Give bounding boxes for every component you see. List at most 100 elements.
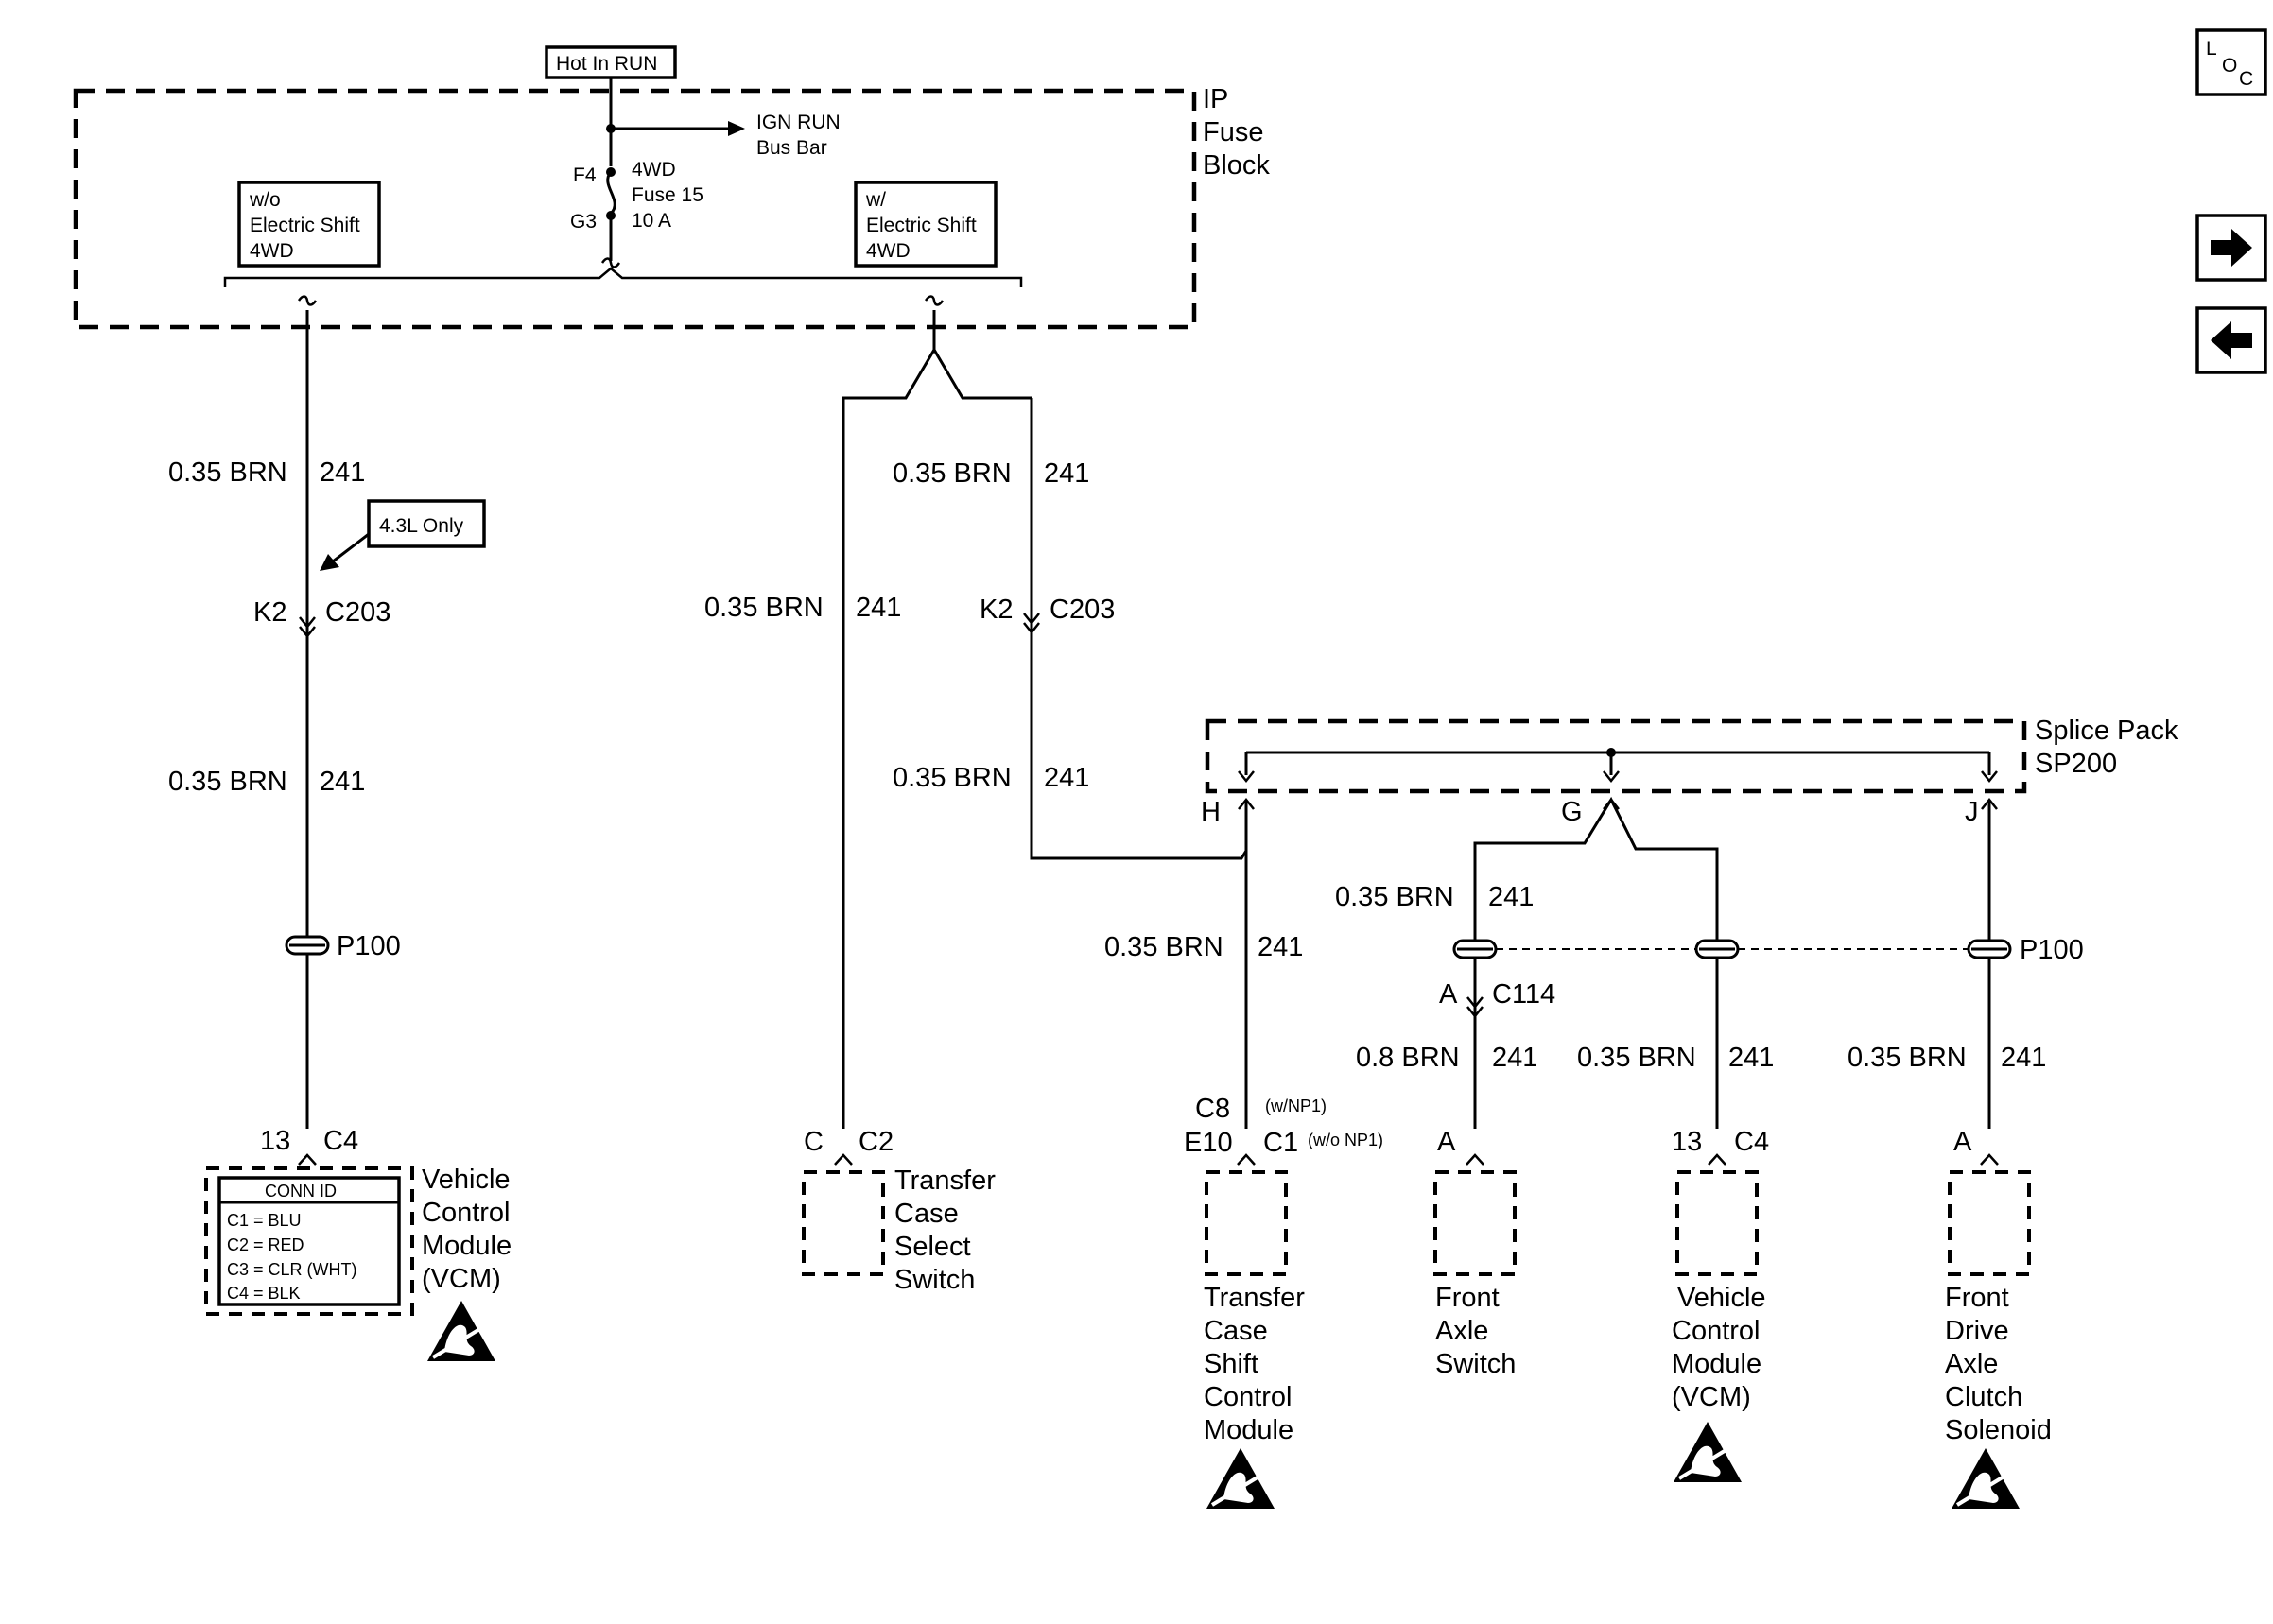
vcm-left-connector: C4 [323,1126,358,1156]
tcscm-pin-c8: C8 [1195,1094,1230,1124]
ign-run-label: IGN RUN [756,112,841,133]
ip-fuse-block-label-2: Fuse [1203,117,1263,147]
vcm-right-component: Vehicle Control Module (VCM) [1672,1170,1766,1484]
with-electric-shift-box [854,181,998,268]
hot-in-run-label: Hot In RUN [556,53,657,75]
circuit-number: 241 [1488,882,1534,912]
wire-size-color: 0.35 BRN [893,763,1012,793]
splice-pack-sp200: Splice Pack SP200 H G J [1201,716,2178,827]
ip-fuse-block-label-3: Block [1203,150,1270,181]
fdacs-label-1: Front [1945,1283,2009,1313]
with-label-2: Electric Shift [866,215,977,236]
vcm-right-label-3: Module [1672,1349,1761,1379]
transfer-case-shift-control-module: Transfer Case Shift Control Module [1204,1170,1305,1511]
vcm-left-pin: 13 [260,1126,290,1156]
loc-l: L [2206,38,2217,60]
connector-pin-a: A [1439,979,1458,1010]
connector-c114: C114 [1492,979,1555,1010]
connector-k2: K2 [980,595,1013,625]
fas-pin: A [1437,1127,1456,1157]
only-43l-label: 4.3L Only [379,515,464,537]
location-button[interactable]: L O C [2195,28,2267,96]
esd-sensitive-icon [1205,1446,1276,1511]
transfer-case-select-switch: Transfer Case Select Switch [802,1166,996,1295]
circuit-number: 241 [1044,763,1089,793]
with-label-3: 4WD [866,240,911,262]
splice-pack-label-2: SP200 [2035,749,2117,779]
bus-bar-label: Bus Bar [756,137,827,159]
wire-h-branch: 0.35 BRN 241 C8 (w/NP1) E10 C1 (w/o NP1) [1104,800,1383,1166]
wire-j-branch: P100 0.35 BRN 241 A [1848,800,2084,1166]
loc-o: O [2222,55,2237,77]
esd-sensitive-icon [1672,1420,1744,1484]
vcm-left-component: CONN ID C1 = BLU C2 = RED C3 = CLR (WHT)… [204,1165,512,1363]
without-label-1: w/o [249,189,281,211]
arrow-left-icon[interactable] [2211,321,2252,359]
fdacs-label-2: Drive [1945,1316,2009,1346]
tcscm-label-1: Transfer [1204,1283,1305,1313]
conn-id-c2: C2 = RED [227,1235,304,1254]
connector-k2: K2 [253,597,286,628]
fuse-rating-label: 10 A [632,210,671,232]
esd-sensitive-icon [425,1299,497,1363]
fdacs-label-4: Clutch [1945,1382,2022,1412]
tcscm-pin-c8-note: (w/NP1) [1265,1097,1327,1115]
vcm-left-label-4: (VCM) [422,1264,501,1294]
tcscm-pin-e10-note: (w/o NP1) [1308,1131,1383,1149]
vcm-right-pin: 13 [1672,1127,1702,1157]
circuit-number: 241 [1728,1043,1774,1073]
vcm-left-label-2: Control [422,1198,511,1228]
hot-in-run-box [545,45,677,79]
vcm-right-label-4: (VCM) [1672,1382,1751,1412]
wire-size-color: 0.35 BRN [1104,932,1223,962]
tcss-label-4: Switch [894,1265,975,1295]
loc-c: C [2239,68,2253,90]
previous-page-button[interactable] [2195,306,2267,374]
conn-id-c4: C4 = BLK [227,1284,301,1303]
connector-p100: P100 [337,931,401,961]
circuit-number: 241 [320,458,365,488]
splice-pack-label-1: Splice Pack [2035,716,2178,746]
wire-size-color: 0.35 BRN [1335,882,1454,912]
splice-pin-h: H [1201,797,1221,827]
only-43l-box [367,499,486,548]
splice-pin-j: J [1965,797,1979,827]
conn-id-header: CONN ID [265,1182,337,1201]
ip-fuse-block: IP Fuse Block Hot In RUN IGN RUN Bus Bar… [73,45,1270,330]
wire-g-branch: 0.35 BRN 241 A C114 0.8 BRN 241 0.35 BRN… [1335,796,1969,1166]
without-electric-shift-box [237,181,381,268]
vcm-left-label-3: Module [422,1231,512,1261]
vcm-right-label-1: Vehicle [1677,1283,1766,1313]
tcscm-label-2: Case [1204,1316,1268,1346]
circuit-number: 241 [856,593,901,623]
with-label-1: w/ [865,189,886,211]
fuse-name-label: 4WD [632,159,676,181]
fas-label-2: Axle [1435,1316,1488,1346]
connector-c203: C203 [325,597,390,628]
location-icon[interactable] [2195,28,2267,96]
without-label-2: Electric Shift [250,215,360,236]
wire-size-color: 0.35 BRN [893,458,1012,489]
front-drive-axle-clutch-solenoid: Front Drive Axle Clutch Solenoid [1945,1170,2052,1511]
front-axle-switch: Front Axle Switch [1433,1170,1517,1379]
connector-c203: C203 [1050,595,1115,625]
tcscm-label-3: Shift [1204,1349,1258,1379]
fuse-number-label: Fuse 15 [632,184,703,206]
circuit-number: 241 [1258,932,1303,962]
tcss-label-1: Transfer [894,1166,996,1196]
conn-id-c3: C3 = CLR (WHT) [227,1260,357,1279]
without-label-3: 4WD [250,240,294,262]
wire-size-color: 0.8 BRN [1356,1043,1460,1073]
ip-fuse-block-label-1: IP [1203,84,1228,114]
fuse-g3-label: G3 [570,211,597,233]
connector-p100: P100 [2020,935,2084,965]
fuse-f4-label: F4 [573,164,597,186]
circuit-number: 241 [1044,458,1089,489]
wire-left-vcm: 0.35 BRN 241 4.3L Only K2 C203 0.35 BRN … [168,310,486,1166]
fas-label-1: Front [1435,1283,1500,1313]
tcss-pin: C [804,1127,824,1157]
next-page-button[interactable] [2195,214,2267,282]
wire-size-color: 0.35 BRN [168,458,287,488]
arrow-right-icon[interactable] [2211,229,2252,267]
tcscm-pin-e10: E10 [1184,1128,1233,1158]
